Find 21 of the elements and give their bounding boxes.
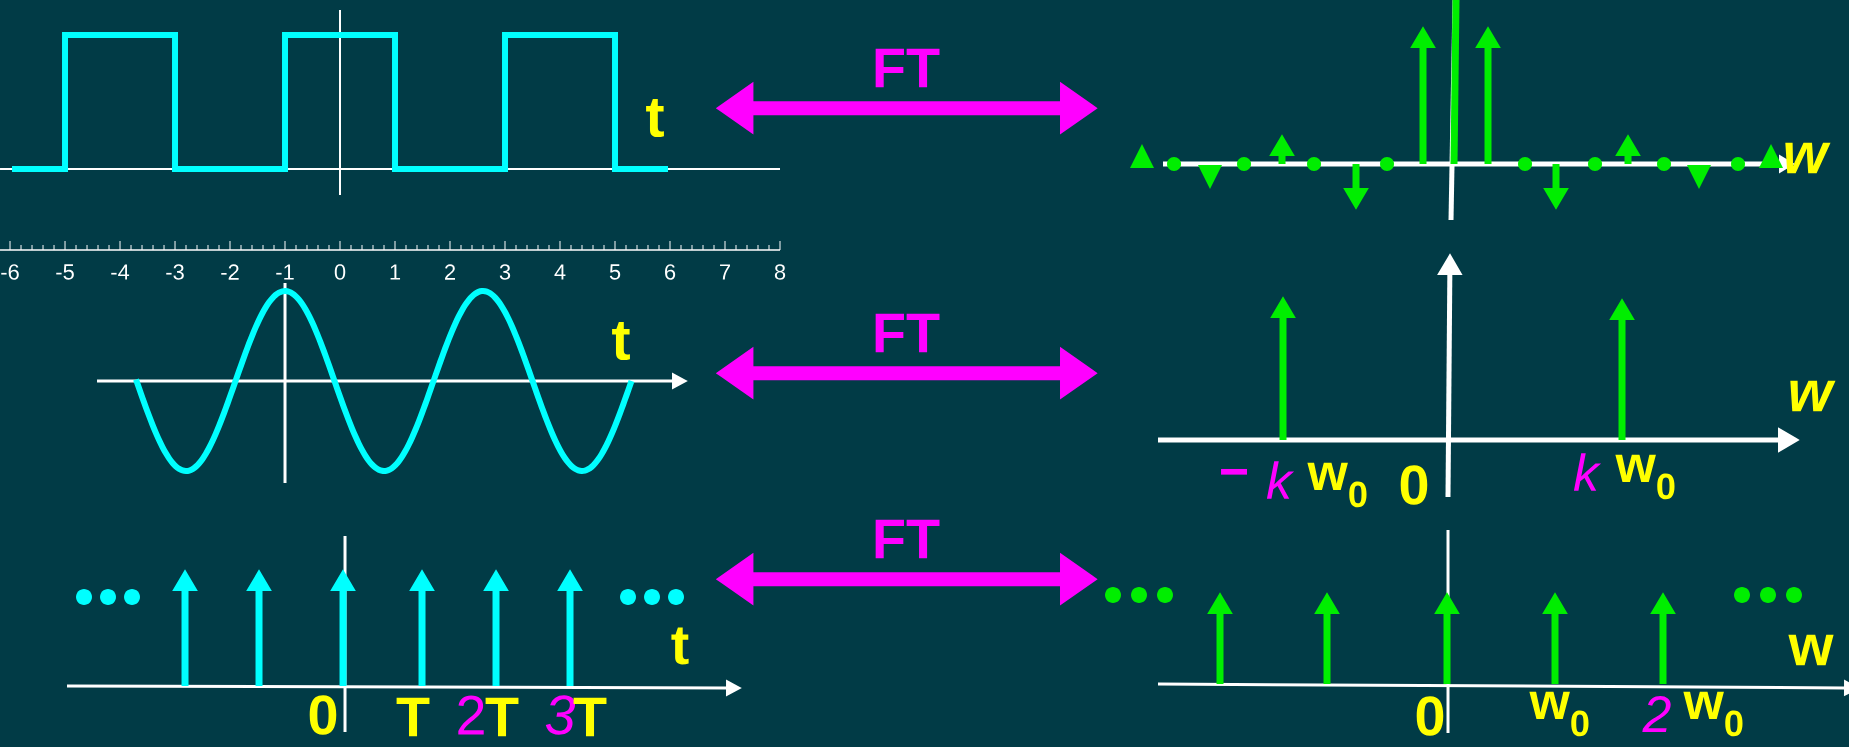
axis-label: w [1790,380,1836,412]
axis-label: 0 [1416,696,1444,736]
tick-label: 7 [720,264,730,280]
edge-label: FT [875,48,940,88]
axis-label: w$_{0}$ [1683,691,1743,737]
axis-label: t [646,98,664,138]
axis-label: 0 [1400,465,1428,505]
axis-label: − [1221,468,1247,475]
tick-label: -6 [1,264,19,280]
axis-label: w$_{0}$ [1307,462,1367,508]
axis-label: k [1573,453,1602,491]
edge-label: FT [875,313,940,353]
axis-label: w [1785,142,1831,174]
axis-label: w$_{0}$ [1615,454,1675,500]
tick-label: -5 [56,264,74,280]
tick-label: 8 [774,264,786,280]
axis-label: 2 [1642,695,1671,733]
axis-label: w$_{0}$ [1529,691,1589,737]
axis-label: w [1788,634,1834,666]
edge-label: FT [875,519,940,559]
axis-label: k [1266,461,1295,499]
